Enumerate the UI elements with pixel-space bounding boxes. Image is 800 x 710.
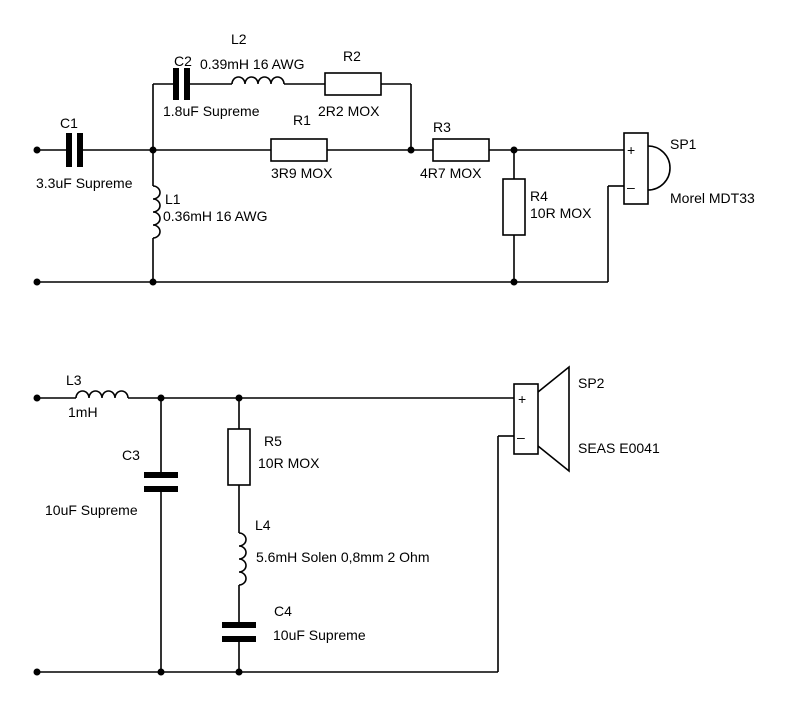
- junction-node: [149, 278, 157, 286]
- junction-node: [235, 668, 243, 676]
- resistor-r4: R4 10R MOX: [502, 178, 592, 236]
- sp2-ref-label: SP2: [578, 375, 605, 391]
- speaker-sp1-tweeter: + – SP1 Morel MDT33: [623, 132, 755, 206]
- c2-value-label: 1.8uF Supreme: [163, 103, 260, 119]
- sp2-model-label: SEAS E0041: [578, 440, 660, 456]
- resistor-r5: R5 10R MOX: [227, 428, 320, 486]
- inductor-l4: L4 5.6mH Solen 0,8mm 2 Ohm: [238, 517, 430, 586]
- c1-value-label: 3.3uF Supreme: [36, 175, 133, 191]
- sp1-minus-label: –: [627, 179, 635, 195]
- l2-value-label: 0.39mH 16 AWG: [200, 56, 305, 72]
- r4-ref-label: R4: [530, 188, 548, 204]
- c3-ref-label: C3: [122, 447, 140, 463]
- sp1-ref-label: SP1: [670, 136, 697, 152]
- r5-value-label: 10R MOX: [258, 455, 320, 471]
- inductor-l1: L1 0.36mH 16 AWG: [152, 185, 268, 239]
- sp2-minus-label: –: [517, 429, 525, 445]
- c4-ref-label: C4: [274, 603, 292, 619]
- sp1-plus-label: +: [627, 142, 635, 158]
- r5-ref-label: R5: [264, 433, 282, 449]
- r1-ref-label: R1: [293, 112, 311, 128]
- r4-value-label: 10R MOX: [530, 205, 592, 221]
- l3-ref-label: L3: [66, 372, 82, 388]
- tweeter-circuit: C1 3.3uF Supreme C2 1.8uF Supreme L2 0.3…: [33, 31, 755, 286]
- inductor-l2: L2 0.39mH 16 AWG: [200, 31, 305, 85]
- junction-node: [510, 278, 518, 286]
- resistor-r1: R1 3R9 MOX: [270, 112, 333, 181]
- r3-value-label: 4R7 MOX: [420, 165, 482, 181]
- r3-ref-label: R3: [433, 119, 451, 135]
- l2-ref-label: L2: [231, 31, 247, 47]
- capacitor-c3: C3 10uF Supreme: [45, 447, 178, 518]
- c2-ref-label: C2: [174, 53, 192, 69]
- sp2-plus-label: +: [518, 391, 526, 407]
- capacitor-c1: C1 3.3uF Supreme: [36, 115, 153, 191]
- r1-value-label: 3R9 MOX: [271, 165, 333, 181]
- c1-ref-label: C1: [60, 115, 78, 131]
- r2-value-label: 2R2 MOX: [318, 103, 380, 119]
- junction-node: [157, 668, 165, 676]
- l4-value-label: 5.6mH Solen 0,8mm 2 Ohm: [256, 549, 430, 565]
- woofer-circuit: L3 1mH C3 10uF Supreme R5 10R MOX L4 5.6…: [33, 365, 660, 676]
- c4-value-label: 10uF Supreme: [273, 627, 366, 643]
- l4-ref-label: L4: [255, 517, 271, 533]
- resistor-r3: R3 4R7 MOX: [420, 119, 490, 181]
- sp1-model-label: Morel MDT33: [670, 190, 755, 206]
- capacitor-c4: C4 10uF Supreme: [222, 603, 366, 643]
- speaker-sp2-woofer: + – SP2 SEAS E0041: [513, 365, 660, 473]
- l3-value-label: 1mH: [68, 404, 98, 420]
- l1-value-label: 0.36mH 16 AWG: [163, 208, 268, 224]
- resistor-r2: R2 2R2 MOX: [318, 48, 382, 119]
- inductor-l3: L3 1mH: [66, 372, 129, 420]
- r2-ref-label: R2: [343, 48, 361, 64]
- l1-ref-label: L1: [165, 191, 181, 207]
- c3-value-label: 10uF Supreme: [45, 502, 138, 518]
- capacitor-c2: C2 1.8uF Supreme: [163, 53, 260, 119]
